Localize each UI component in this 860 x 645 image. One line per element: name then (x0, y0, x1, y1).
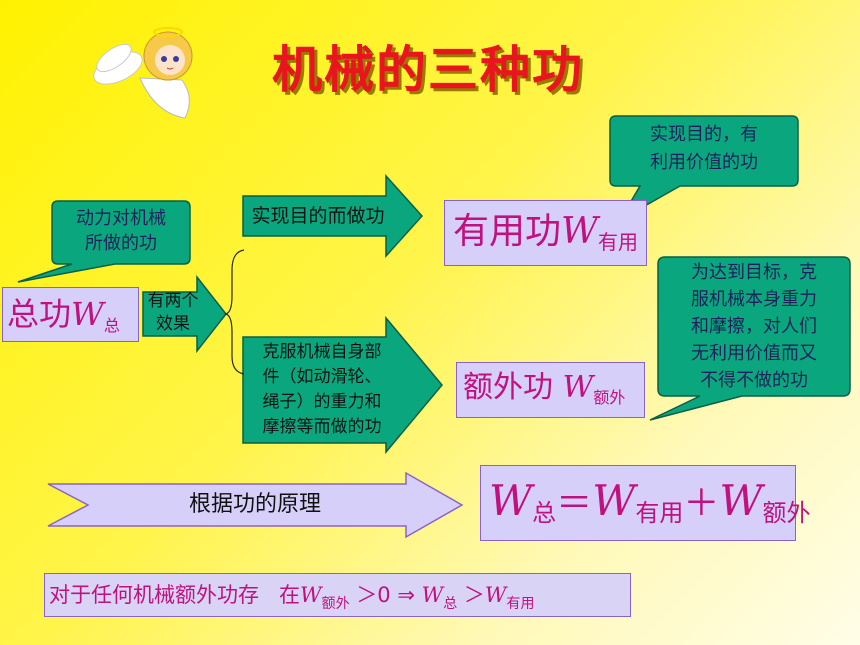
conclusion-sub-total: 总 (443, 596, 458, 612)
arrow-two-effects-label: 有两个 效果 (147, 291, 199, 334)
useful-work-var: W (561, 211, 599, 252)
callout-motive-text: 动力对机械 所做的功 (76, 208, 166, 254)
extra-work-sub: 额外 (593, 388, 626, 407)
conclusion-w-extra: W (300, 583, 322, 607)
useful-work-label: 有用功 (453, 211, 562, 252)
formula-plus: ＋ (683, 483, 720, 524)
conclusion-prefix: 对于任何机械额外功存 在 (49, 583, 301, 607)
total-work-box: 总功W总 (2, 287, 139, 342)
formula-equals: ＝ (556, 483, 593, 524)
page-title: 机械的三种功 (272, 41, 584, 99)
callout-extra-text: 为达到目标，克 服机械本身重力 和摩擦，对人们 无利用价值而又 不得不做的功 (691, 262, 817, 391)
conclusion-gt0: ＞0 ⇒ (356, 583, 415, 607)
formula-sub-total: 总 (532, 499, 557, 527)
extra-work-label: 额外功 (463, 370, 553, 405)
formula-w-useful: W (592, 476, 636, 525)
formula-w-total: W (489, 476, 533, 525)
formula-box: W总＝W有用＋W额外 (480, 465, 811, 541)
callout-useful-text: 实现目的，有 利用价值的功 (650, 124, 758, 173)
formula-w-extra: W (719, 476, 763, 525)
extra-work-box: 额外功 W额外 (456, 362, 645, 418)
total-work-label: 总功 (7, 295, 72, 333)
conclusion-w-useful: W (484, 583, 507, 607)
useful-work-box: 有用功W有用 (444, 200, 647, 266)
arrow-achieve-label: 实现目的而做功 (251, 205, 385, 227)
conclusion-sub-extra: 额外 (321, 596, 350, 612)
extra-work-var: W (562, 370, 594, 405)
total-work-var: W (71, 295, 104, 333)
conclusion-w-total: W (421, 583, 444, 607)
angel-mascot-icon (93, 27, 193, 119)
conclusion-box: 对于任何机械额外功存 在W额外 ＞0 ⇒ W总 ＞W有用 (44, 573, 631, 617)
formula-sub-extra: 额外 (762, 499, 811, 527)
arrow-overcome-label: 克服机械自身部 件（如动滑轮、 绳子）的重力和 摩擦等而做的功 (262, 342, 382, 437)
useful-work-sub: 有用 (598, 230, 639, 254)
conclusion-sub-useful: 有用 (506, 596, 535, 612)
arrow-principle-label: 根据功的原理 (188, 492, 321, 517)
conclusion-gt: ＞ (463, 583, 485, 607)
formula-sub-useful: 有用 (635, 499, 684, 527)
total-work-sub: 总 (103, 316, 120, 335)
